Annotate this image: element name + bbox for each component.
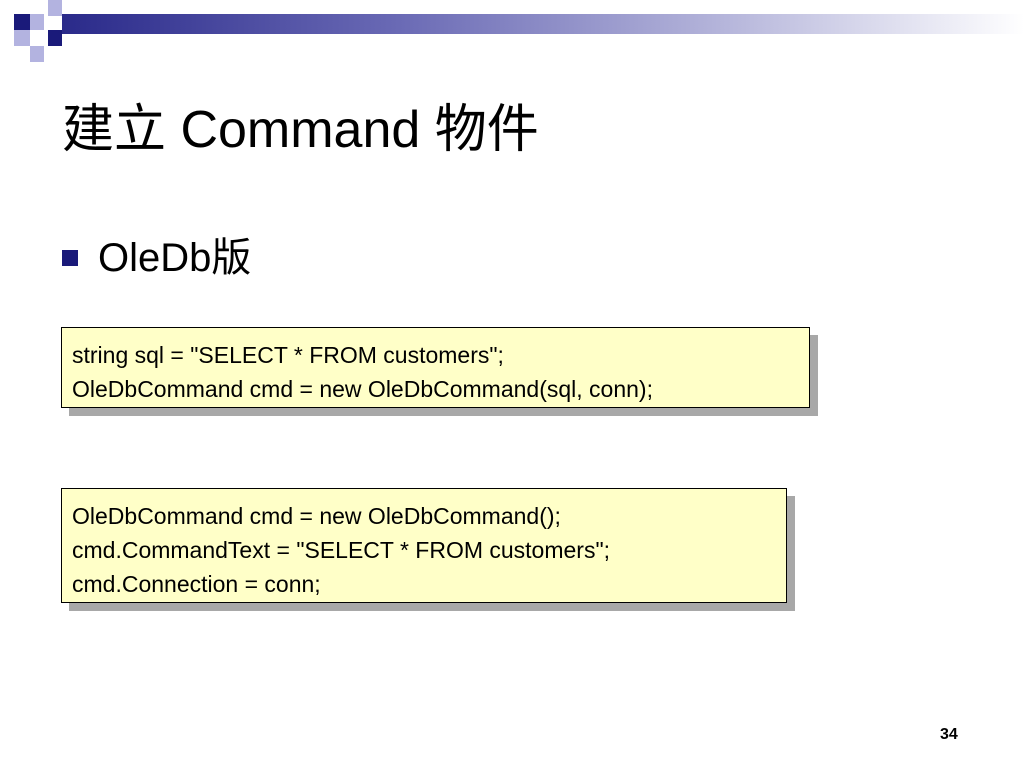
corner-square [14, 30, 30, 46]
corner-square [48, 30, 62, 46]
code-line: OleDbCommand cmd = new OleDbCommand(sql,… [72, 376, 653, 402]
header-gradient-bar [62, 14, 1024, 34]
code-block-2: OleDbCommand cmd = new OleDbCommand(); c… [61, 488, 787, 603]
page-number: 34 [940, 726, 958, 743]
bullet-item: OleDb版 [62, 230, 251, 286]
corner-square [30, 14, 44, 30]
code-line: cmd.Connection = conn; [72, 571, 321, 597]
code-line: cmd.CommandText = "SELECT * FROM custome… [72, 537, 611, 563]
corner-square [14, 14, 30, 30]
slide-title: 建立 Command 物件 [62, 101, 539, 159]
code-line: string sql = "SELECT * FROM customers"; [72, 342, 504, 368]
code-block-1: string sql = "SELECT * FROM customers"; … [61, 327, 810, 408]
square-bullet-icon [62, 250, 78, 266]
bullet-text: OleDb版 [98, 236, 252, 280]
corner-square [48, 0, 62, 16]
code-line: OleDbCommand cmd = new OleDbCommand(); [72, 503, 561, 529]
corner-square [30, 46, 44, 62]
